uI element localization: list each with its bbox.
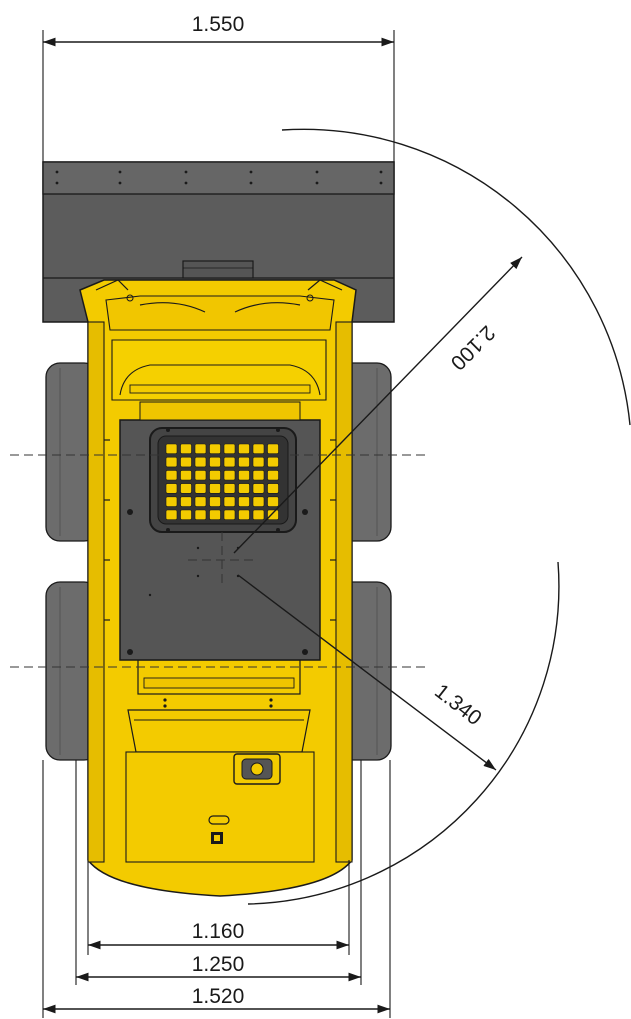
roof-grid-cell [252,483,265,494]
roof-grid-cell [223,470,236,481]
roof-grid-cell [180,470,192,481]
roof-grid-cell [180,496,192,507]
roof-grid-cell [165,496,178,507]
roof-grid-cell [165,443,178,454]
roof-grid-cell [223,443,236,454]
roof-grid-cell [252,509,265,520]
roof-grid-cell [267,496,279,507]
roof-grid-cell [165,470,178,481]
roof-grid-cell [267,470,279,481]
roof-grid-cell [223,483,236,494]
roof-grid-cell [194,443,207,454]
extension-lines [42,30,395,1018]
roof-grid-cell [165,456,178,468]
roof-grid-cell [252,443,265,454]
roof-grid-cell [223,496,236,507]
bucket-width-label: 1.550 [192,13,245,36]
rear-swing-arc [247,561,560,905]
roof-grid-cell [238,443,250,454]
roof-grid-cell [223,456,236,468]
roof-grid-cell [180,443,192,454]
roof-grid-cell [209,443,221,454]
roof-grid-cell [267,443,279,454]
rear-radius-leader [237,574,497,771]
roof-grid-cell [238,496,250,507]
roof-grid-cell [209,496,221,507]
roof-grid-cell [252,456,265,468]
cab-roof [119,401,321,661]
roof-grid-cell [238,509,250,520]
roof-grid-cell [238,470,250,481]
roof-grid-cell [194,470,207,481]
track-middle-label: 1.250 [192,953,245,976]
roof-grid-cell [252,496,265,507]
roof-grid-cell [194,483,207,494]
roof-grid-cell [165,509,178,520]
roof-grid-cell [194,509,207,520]
overall-width-label: 1.520 [192,985,245,1008]
roof-grid-cell [267,509,279,520]
roof-grid-cell [180,483,192,494]
roof-grid-cell [209,470,221,481]
track-inner-label: 1.160 [192,920,245,943]
swing-radius-rear-label: 1.340 [430,680,486,730]
roof-grid-cell [209,456,221,468]
roof-grid-cell [252,470,265,481]
roof-grid-cell [223,509,236,520]
roof-grid-cell [194,456,207,468]
roof-grid-cell [267,483,279,494]
roof-grid-cell [209,483,221,494]
swing-radius-front-label: 2.100 [446,321,499,374]
roof-grid-cell [180,509,192,520]
roof-grid-cell [194,496,207,507]
roof-grid-cell [238,483,250,494]
front-radius-leader [233,256,523,554]
roof-grid-cell [238,456,250,468]
front-swing-arc [281,128,631,426]
roof-grid-cell [180,456,192,468]
roof-grid-cell [209,509,221,520]
roof-grid-cell [165,483,178,494]
roof-grid-cell [267,456,279,468]
